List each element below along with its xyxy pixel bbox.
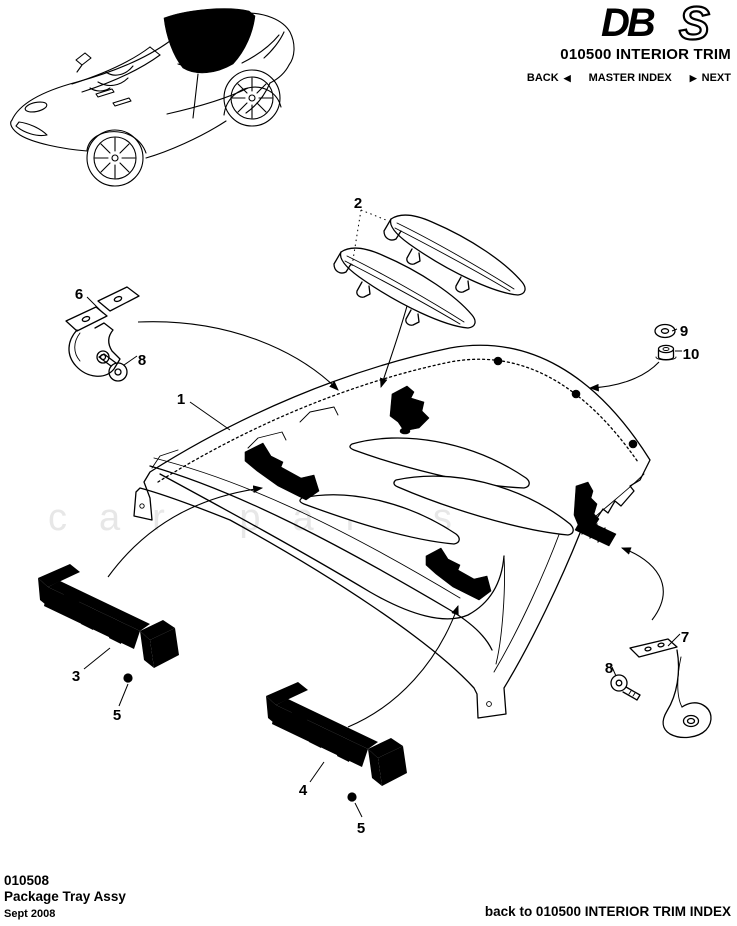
section-title: 010500 INTERIOR TRIM — [560, 46, 731, 63]
part-5-screw-left — [123, 673, 141, 683]
part-10-grommet — [655, 344, 677, 361]
part-1-package-tray — [133, 344, 651, 719]
part-6-bracket — [65, 286, 140, 377]
part-5-screw-centre — [347, 792, 365, 802]
leader-lines — [83, 209, 682, 818]
master-index-link[interactable]: MASTER INDEX — [588, 72, 672, 84]
logo-s-text: S — [679, 2, 710, 46]
part-8-fastener-right — [610, 674, 641, 701]
logo-db-text: DB — [601, 2, 655, 45]
callout-6-6: 6 — [75, 286, 83, 303]
document-title: Package Tray Assy — [4, 889, 126, 905]
next-arrow-icon: ▶ — [689, 72, 697, 83]
assembly-arrows — [107, 305, 664, 728]
callout-5-4: 5 — [113, 707, 121, 724]
callout-3-2: 3 — [72, 668, 80, 685]
next-link[interactable]: ▶ NEXT — [690, 72, 731, 84]
callout-9-10: 9 — [680, 323, 688, 340]
document-info: 010508 Package Tray Assy Sept 2008 — [4, 873, 126, 923]
tray-mount-bracket-centre — [425, 547, 492, 601]
part-2-trim-strips — [333, 214, 526, 329]
callout-1-0: 1 — [177, 391, 185, 408]
header-nav: BACK ◀ MASTER INDEX ▶ NEXT — [527, 72, 731, 84]
back-link[interactable]: BACK ◀ — [527, 72, 571, 84]
callout-2-1: 2 — [354, 195, 362, 212]
callout-7-7: 7 — [681, 629, 689, 646]
front-wheel — [86, 129, 144, 187]
document-number: 010508 — [4, 872, 50, 888]
tray-mount-bracket-left — [244, 442, 320, 501]
callout-8-8: 8 — [138, 352, 146, 369]
trim-strip-upper — [383, 214, 526, 296]
callout-labels: 1 2 3 4 5 5 6 7 8 8 9 10 — [72, 195, 700, 837]
tray-mount-bracket-right — [573, 481, 600, 531]
callout-4-3: 4 — [299, 782, 308, 799]
part-8-fastener-left — [98, 353, 128, 382]
document-date: Sept 2008 — [4, 908, 56, 921]
part-4-support-rail — [266, 682, 407, 786]
callout-10-11: 10 — [683, 346, 700, 363]
back-arrow-icon: ◀ — [563, 72, 571, 83]
back-to-index-link[interactable]: back to 010500 INTERIOR TRIM INDEX — [484, 904, 731, 919]
trim-strip-lower — [333, 247, 476, 329]
car-thumbnail — [10, 8, 295, 187]
next-link-label: NEXT — [701, 72, 731, 84]
callout-5-5: 5 — [357, 820, 365, 837]
part-7-bracket — [629, 638, 712, 739]
tray-mount-bracket-top — [389, 385, 430, 432]
rear-wheel — [223, 69, 281, 127]
highlighted-package-tray-area — [163, 8, 256, 74]
callout-8-9: 8 — [605, 660, 613, 677]
dbs-logo: DB S — [601, 2, 711, 46]
part-9-washer — [654, 323, 676, 339]
page-header: DB S 010500 INTERIOR TRIM BACK ◀ MASTER … — [527, 2, 731, 84]
part-3-support-rail — [38, 564, 179, 668]
back-link-label: BACK — [526, 72, 559, 84]
